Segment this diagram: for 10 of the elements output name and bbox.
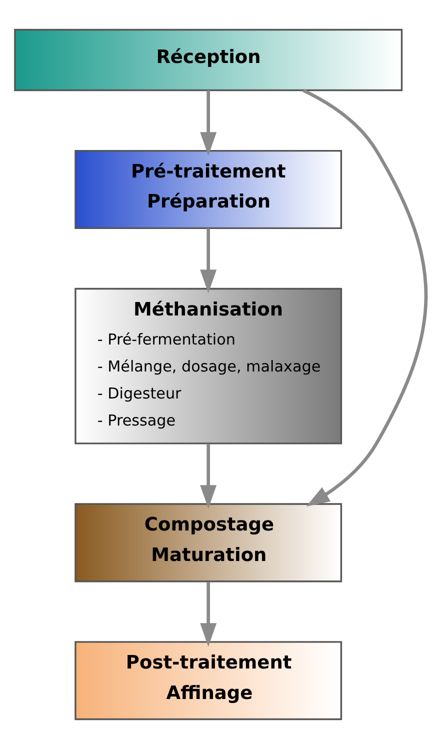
- arrow: [200, 582, 217, 647]
- node-box: Réception: [14, 28, 403, 92]
- arrow: [200, 90, 217, 156]
- arrow: [200, 444, 217, 509]
- arrow: [200, 228, 217, 294]
- node-box: Pré-traitement Préparation: [74, 150, 342, 230]
- node-box: Méthanisation - Pré-fermentation - Mélange, dosage, malaxage - Digesteur - Pressage: [74, 288, 342, 444]
- arrow: [302, 88, 428, 506]
- node-box: Compostage Maturation: [74, 503, 342, 582]
- node-box: Post-traitement Affinage: [74, 641, 342, 720]
